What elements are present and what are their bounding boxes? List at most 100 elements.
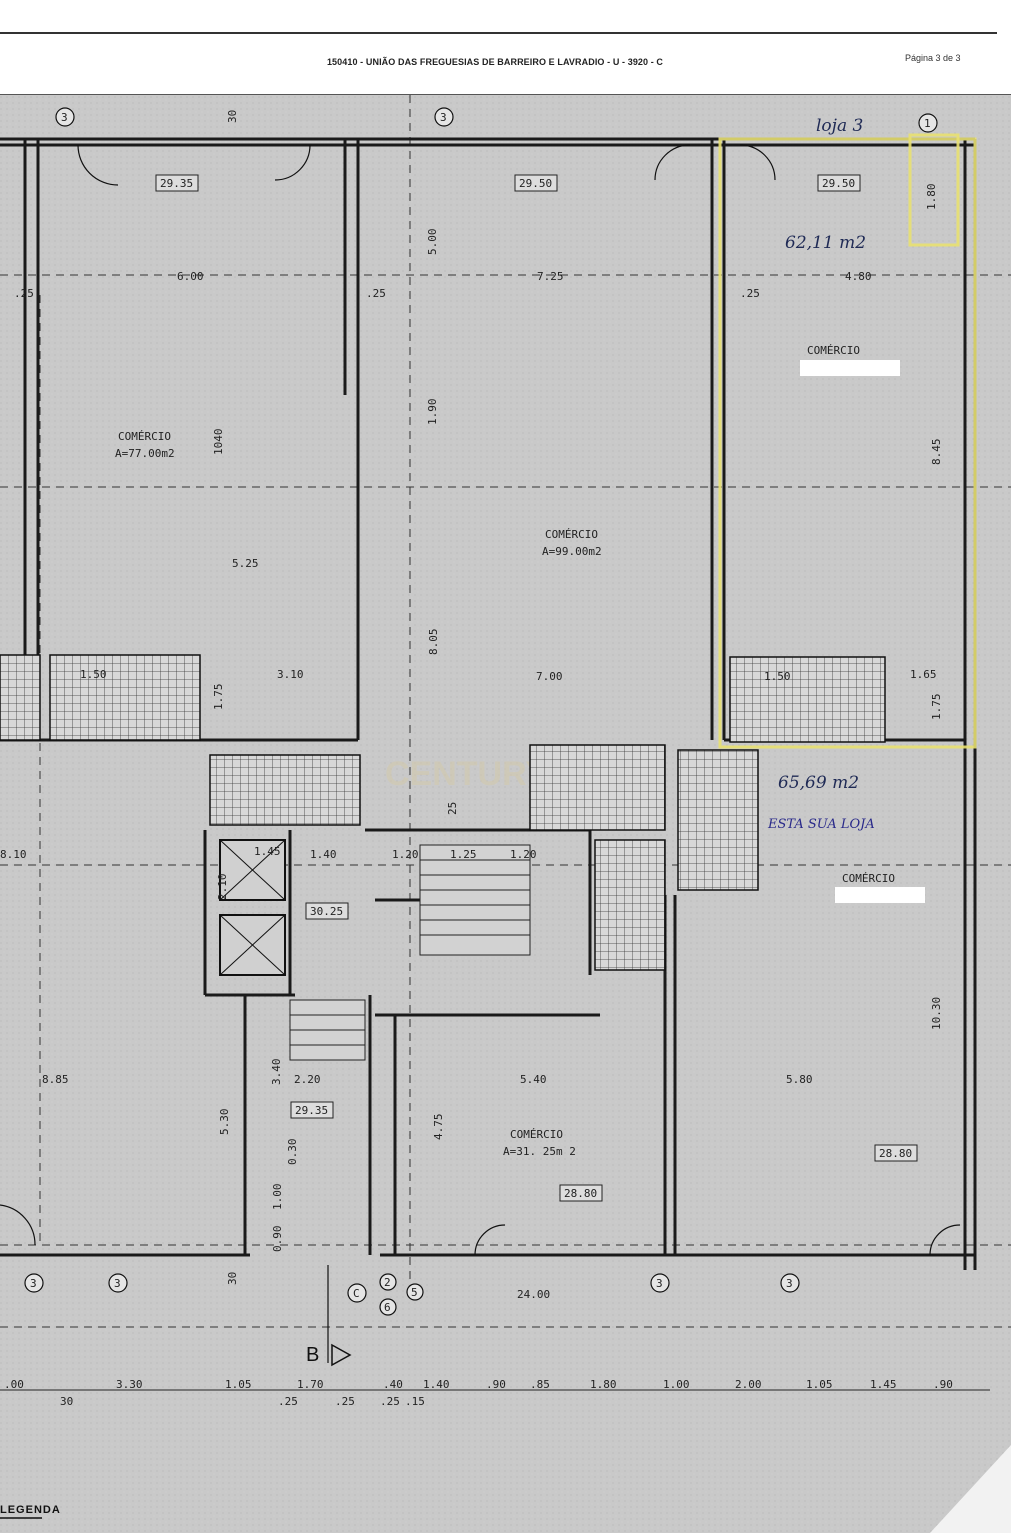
dimension: 7.00 (536, 670, 563, 683)
axis-label: 1 (924, 117, 931, 130)
dim-segment: .40 (383, 1378, 403, 1391)
dimension: 1.50 (80, 668, 107, 681)
room-title: COMÉRCIO (842, 872, 895, 885)
handwritten-area-top: 62,11 m2 (785, 233, 866, 253)
dimension: 10.30 (930, 997, 943, 1030)
section-letter: B (306, 1344, 319, 1366)
axis-label: 3 (786, 1277, 793, 1290)
dimension: 25 (446, 802, 459, 815)
dimension: 6.00 (177, 270, 204, 283)
dimension: 4.80 (845, 270, 872, 283)
dim-segment: 1.45 (870, 1378, 897, 1391)
dimension: 1.45 (254, 845, 281, 858)
axis-marker (780, 1273, 800, 1293)
whiteout-patch (835, 887, 925, 903)
level-label: 29.35 (160, 177, 193, 190)
level-label: 28.80 (879, 1147, 912, 1160)
room-title: COMÉRCIO (118, 430, 171, 443)
floor-plan-drawing: CENTURY 21 (0, 95, 1011, 1533)
dimension: .25 (366, 287, 386, 300)
dimension: 3.10 (277, 668, 304, 681)
dimension: .25 (740, 287, 760, 300)
axis-marker (379, 1273, 397, 1291)
elevators (219, 839, 286, 976)
room-area: A=99.00m2 (542, 545, 602, 558)
dim-segment: 3.30 (116, 1378, 143, 1391)
axis-marker (434, 107, 454, 127)
dimension-total: 24.00 (517, 1288, 550, 1301)
axis-label: 3 (114, 1277, 121, 1290)
axis-marker (379, 1298, 397, 1316)
dimension: 1.20 (510, 848, 537, 861)
staircase (289, 844, 531, 1061)
dimension: 5.80 (786, 1073, 813, 1086)
dimension: 1.40 (310, 848, 337, 861)
handwritten-area-right: 65,69 m2 (778, 773, 859, 793)
axis-label: C (353, 1287, 360, 1300)
floor-plan: CENTURY 21 (0, 94, 1011, 1533)
axis-label: 3 (30, 1277, 37, 1290)
dimension: 8.85 (42, 1073, 69, 1086)
whiteout-patch (800, 360, 900, 376)
dim-sub: 30 (60, 1395, 73, 1408)
dim-segment: 1.00 (663, 1378, 690, 1391)
dim-segment: 1.70 (297, 1378, 324, 1391)
dimension: 1.65 (910, 668, 937, 681)
dim-segment: 1.05 (225, 1378, 252, 1391)
dimension: 8.10 (0, 848, 27, 861)
dimension: 1.20 (392, 848, 419, 861)
dim-sub: .25 (380, 1395, 400, 1408)
dimension: 1040 (212, 429, 225, 456)
legend-label: LEGENDA (0, 1504, 61, 1516)
room-title: COMÉRCIO (510, 1128, 563, 1141)
document-title: 150410 - UNIÃO DAS FREGUESIAS DE BARREIR… (326, 57, 664, 67)
axis-marker (24, 1273, 44, 1293)
room-area: A=77.00m2 (115, 447, 175, 460)
level-label: 29.50 (822, 177, 855, 190)
plan-background (0, 95, 1011, 1533)
dim-segment: 1.80 (590, 1378, 617, 1391)
room-area: A=31. 25m 2 (503, 1145, 576, 1158)
axis-label: 6 (384, 1301, 391, 1314)
dimension: 0.90 (271, 1226, 284, 1253)
dimension: 1.75 (212, 684, 225, 711)
dim-segment: .90 (933, 1378, 953, 1391)
dimension: 30 (226, 110, 239, 123)
page-curl (930, 1445, 1011, 1533)
loja-3-outline (718, 137, 977, 749)
dim-segment: .00 (4, 1378, 24, 1391)
dimension: 1.25 (450, 848, 477, 861)
dimension: 5.00 (426, 229, 439, 256)
axis-label: 5 (411, 1286, 418, 1299)
dimension: 1.00 (271, 1184, 284, 1211)
dim-segment: 1.40 (423, 1378, 450, 1391)
door-swings (0, 144, 961, 1256)
axis-marker (108, 1273, 128, 1293)
bottom-dimension-chain: .00 3.30 1.05 1.70 .40 1.40 .90 .85 1.80… (0, 1378, 990, 1408)
axis-marker (650, 1273, 670, 1293)
dimension: .25 (14, 287, 34, 300)
dimension: 8.45 (930, 439, 943, 466)
dim-segment: 1.05 (806, 1378, 833, 1391)
dimension: 3.40 (270, 1059, 283, 1086)
loja-3-annex-outline (908, 133, 960, 247)
dimension: 0.30 (286, 1139, 299, 1166)
page-number: Página 3 de 3 (905, 53, 961, 63)
page-header: 150410 - UNIÃO DAS FREGUESIAS DE BARREIR… (0, 0, 1011, 94)
dimension: 2.20 (294, 1073, 321, 1086)
dimension: 30 (226, 1272, 239, 1285)
room-title: COMÉRCIO (545, 528, 598, 541)
dimension: 4.75 (432, 1114, 445, 1141)
dimension: 2.10 (216, 874, 229, 901)
level-label: 30.25 (310, 905, 343, 918)
axis-marker (347, 1283, 367, 1303)
axis-label: 3 (61, 111, 68, 124)
dim-sub: .25 (335, 1395, 355, 1408)
walls (0, 137, 977, 1270)
restroom-tiles (0, 654, 886, 971)
handwritten-shop-label: loja 3 (816, 116, 863, 136)
axis-label: 3 (656, 1277, 663, 1290)
dim-segment: .85 (530, 1378, 550, 1391)
dimension: 1.80 (925, 184, 938, 211)
dim-sub: .15 (405, 1395, 425, 1408)
